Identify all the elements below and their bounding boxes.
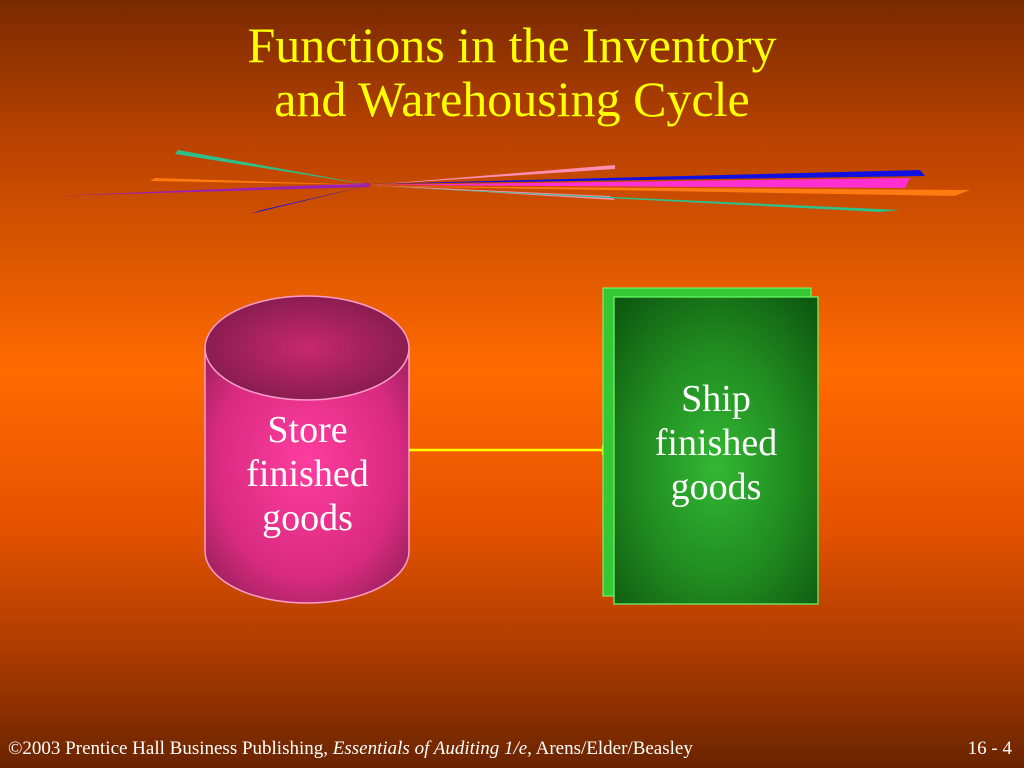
streak-pink-lower [370,185,615,200]
store-cylinder [204,295,410,604]
streak-orange-left [150,178,370,185]
cylinder-body [204,347,410,604]
store-label-line-2: finished [246,453,369,495]
store-node-label: Store finished goods [205,408,410,540]
ship-label-line-2: finished [654,422,778,464]
streak-magenta [370,178,910,188]
title-line-1: Functions in the Inventory [247,17,777,73]
ship-node-label: Ship finished goods [614,377,818,509]
streak-blue-left [250,185,370,214]
streak-orange-right [370,186,970,196]
streak-teal-left [175,150,370,185]
decorative-streaks [50,150,970,214]
footer-authors: Arens/Elder/Beasley [531,738,693,759]
ship-label-line-1: Ship [681,378,751,420]
footer-publisher: ©2003 Prentice Hall Business Publishing, [8,738,333,759]
connector-arrow [409,445,614,455]
ship-label-line-3: goods [670,466,762,508]
footer-credit: ©2003 Prentice Hall Business Publishing,… [8,738,693,760]
cylinder-top [204,295,410,401]
ship-box-front [613,296,819,605]
ship-box [602,287,819,605]
title-line-2: and Warehousing Cycle [274,71,750,127]
streak-pink-upper [370,165,615,185]
store-label-line-1: Store [267,409,348,451]
streak-teal-right [370,186,900,212]
streak-purple [50,183,370,196]
slide-number: 16 - 4 [967,738,1012,759]
streak-blue-right [370,170,925,184]
footer-book-title: Essentials of Auditing 1/e, [332,738,532,759]
store-label-line-3: goods [262,497,353,539]
slide-title: Functions in the Inventory and Warehousi… [0,18,1024,126]
